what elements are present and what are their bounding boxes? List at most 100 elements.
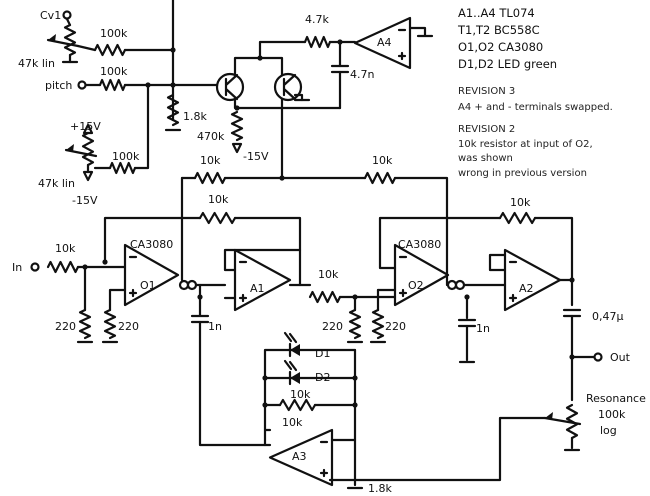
pitch-label: pitch [45, 79, 72, 92]
led-icon [290, 372, 300, 384]
r-mid-label: 10k [318, 268, 339, 281]
resistor-icon [363, 171, 397, 185]
arrow-icon [48, 34, 56, 42]
transistor-leads [224, 73, 239, 101]
wire [103, 216, 202, 264]
c3-label: 0,47µ [592, 310, 624, 323]
resistor-icon [348, 308, 362, 340]
opamp-pins [508, 260, 518, 303]
wire [393, 176, 449, 287]
pot1-label: 47k lin [18, 57, 55, 70]
note-part: D1,D2 LED green [458, 57, 557, 71]
a2-label: A2 [519, 282, 534, 295]
rev3-text: A4 + and - terminals swapped. [458, 102, 613, 113]
output-ring-icon [446, 279, 458, 291]
c2-label: 1n [476, 322, 490, 335]
terminal-icon [30, 262, 40, 272]
wire [293, 93, 304, 102]
transistor-leads [282, 73, 297, 101]
r-220-label: 220 [385, 320, 406, 333]
resistor-icon [308, 290, 342, 304]
rev2-line: 10k resistor at input of O2, [458, 139, 593, 150]
terminal-icon [62, 10, 72, 20]
opamp-icon [353, 16, 412, 70]
a4-label: A4 [377, 36, 392, 49]
r-220-label: 220 [55, 320, 76, 333]
note-part: T1,T2 BC558C [457, 23, 540, 37]
o2-label: O2 [408, 279, 424, 292]
output-ring-icon [454, 279, 466, 291]
wire [378, 216, 502, 270]
wire [462, 253, 507, 287]
r-47k-label: 4.7k [305, 13, 329, 26]
a3-label: A3 [292, 450, 307, 463]
wire [408, 26, 427, 37]
junction [352, 375, 358, 381]
resonance-value: 100k [598, 408, 626, 421]
light-rays [283, 331, 298, 344]
plus15-label: +15V [70, 120, 101, 133]
resistor-icon [78, 308, 92, 340]
resistor-icon [81, 131, 95, 167]
wire [133, 83, 150, 170]
r-220-label: 220 [118, 320, 139, 333]
wire [65, 17, 72, 27]
pot2-label: 47k lin [38, 177, 75, 190]
opamp-pins [319, 440, 329, 478]
transistor-icon [273, 72, 303, 102]
wire [198, 320, 272, 447]
r-d2-label: 10k [282, 416, 303, 429]
output-ring-icon [186, 279, 198, 291]
ca3080-label: CA3080 [130, 238, 173, 251]
r-top1-label: 10k [200, 154, 221, 167]
resonance-taper: log [600, 424, 617, 437]
junction [569, 277, 575, 283]
resistor-icon [498, 211, 537, 225]
wires [30, 0, 603, 490]
arrow-icon [66, 144, 74, 152]
resistor-icon [108, 161, 137, 175]
resistor-icon [63, 23, 77, 57]
note-part: A1..A4 TL074 [458, 6, 535, 20]
rev2-line: wrong in previous version [458, 168, 587, 179]
resonance-label: Resonance [586, 392, 646, 405]
r-fb1-label: 10k [208, 193, 229, 206]
r-in-label: 10k [55, 242, 76, 255]
resistor-icon [303, 35, 332, 49]
wire [231, 142, 243, 154]
opamp-icon [503, 248, 562, 312]
led-icon [290, 344, 300, 356]
output-ring-icon [178, 279, 190, 291]
resistor-icon [98, 78, 127, 92]
opamp-icon [233, 248, 292, 312]
r-18k-b-label: 1.8k [368, 482, 392, 495]
wire [223, 248, 302, 272]
wire [533, 216, 574, 307]
resistor-icon [278, 398, 317, 412]
opamp-pins [398, 255, 408, 298]
o1-label: O1 [140, 279, 156, 292]
terminal-icon [77, 80, 87, 90]
junction [102, 259, 108, 265]
r-220-label: 220 [322, 320, 343, 333]
r-cv-label: 100k [100, 27, 128, 40]
r-470k-label: 470k [197, 130, 225, 143]
resistor-icon [46, 260, 80, 274]
r-pot2-label: 100k [112, 150, 140, 163]
wire [108, 288, 127, 312]
opamp-pins [238, 260, 248, 303]
ca3080-label: CA3080 [398, 238, 441, 251]
in-label: In [12, 261, 22, 274]
resistor-icon [193, 171, 227, 185]
c1-label: 1n [208, 320, 222, 333]
opamp-icon [393, 243, 450, 307]
resistor-icon [565, 403, 579, 440]
d2-label: D2 [315, 371, 330, 384]
rev2-line: was shown [458, 153, 513, 164]
junction [234, 105, 240, 111]
r-fb2-label: 10k [510, 196, 531, 209]
cv1-label: Cv1 [40, 9, 61, 22]
c-47n-label: 4.7n [350, 68, 374, 81]
terminal-icon [593, 352, 603, 362]
